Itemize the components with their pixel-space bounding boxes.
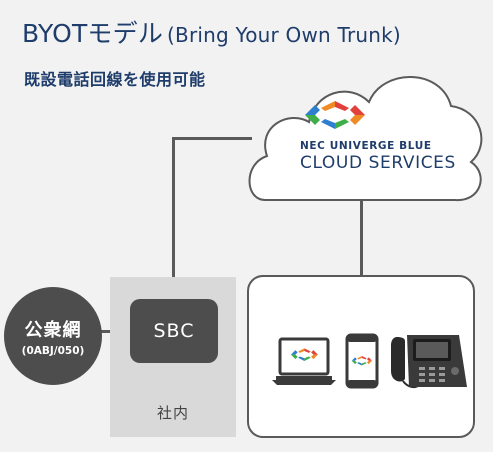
devices-box [247, 275, 475, 438]
nec-cloud-logo-icon [305, 101, 365, 129]
desk-phone-icon [391, 335, 467, 389]
page-subtitle: 既設電話回線を使用可能 [24, 70, 206, 89]
cloud-shape [248, 76, 483, 202]
laptop-icon [272, 337, 336, 385]
office-zone-label: 社内 [156, 404, 189, 422]
connector-sbc-up [172, 137, 175, 301]
public-network-label: 公衆網 [24, 319, 82, 341]
smartphone-icon [345, 333, 379, 389]
cloud-brand-line2: CLOUD SERVICES [300, 153, 456, 173]
connector-to-cloud [172, 137, 252, 140]
cloud-brand-line1: NEC UNIVERGE BLUE [300, 140, 432, 152]
connector-cloud-devices [360, 200, 363, 277]
title-main: BYOTモデル [22, 19, 164, 48]
page-title: BYOTモデル(Bring Your Own Trunk) [22, 14, 401, 50]
title-sub: (Bring Your Own Trunk) [167, 23, 401, 47]
public-network-number-types: (0ABJ/050) [21, 344, 85, 357]
sbc-node: SBC [130, 299, 218, 363]
public-network-node: 公衆網 (0ABJ/050) [4, 287, 102, 385]
